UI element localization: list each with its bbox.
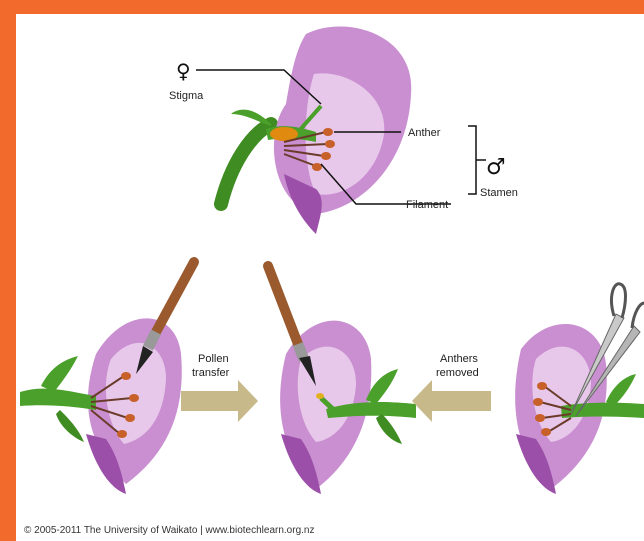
anther-label: Anther xyxy=(408,127,441,139)
transfer-label: transfer xyxy=(192,367,230,379)
male-symbol-icon: ♂ xyxy=(486,155,506,180)
bottom-left-flower xyxy=(20,262,194,494)
removed-label: removed xyxy=(436,367,479,379)
filament-label: Filament xyxy=(406,199,448,211)
diagram-panel: ♀ Stigma Anther Filament ♂ Stamen xyxy=(16,14,644,541)
arrow-pollen-transfer xyxy=(181,380,258,422)
bottom-middle-flower xyxy=(268,266,416,494)
stigma-label: Stigma xyxy=(169,90,204,102)
arrow-anthers-removed xyxy=(412,380,491,422)
anthers-label: Anthers xyxy=(440,353,478,365)
stamen-label: Stamen xyxy=(480,187,518,199)
top-flower xyxy=(221,27,411,235)
copyright-footer: © 2005-2011 The University of Waikato | … xyxy=(24,525,314,536)
bottom-right-flower xyxy=(515,284,644,494)
pollination-diagram: ♀ Stigma Anther Filament ♂ Stamen xyxy=(16,14,644,541)
pollen-label: Pollen xyxy=(198,353,229,365)
female-symbol-icon: ♀ xyxy=(176,59,191,83)
